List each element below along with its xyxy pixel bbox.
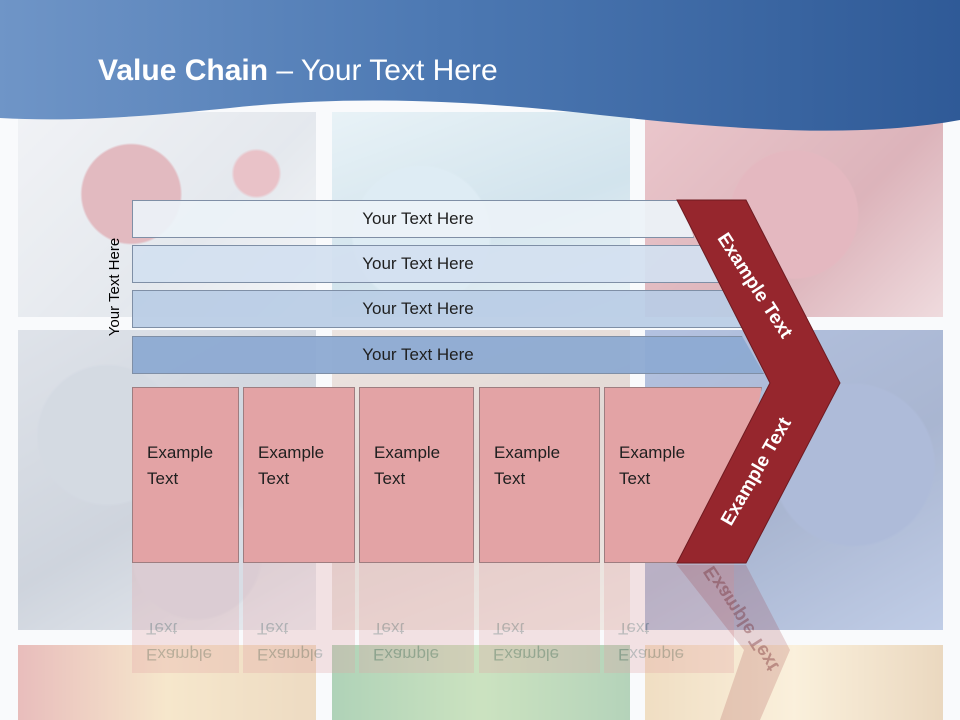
support-bar-3[interactable]: Your Text Here <box>132 290 742 328</box>
page-title: Value Chain – Your Text Here <box>98 54 498 88</box>
primary-box-2[interactable]: Example Text <box>243 387 355 563</box>
primary-box-line1: Example <box>619 443 686 462</box>
support-bar-label: Your Text Here <box>362 345 474 364</box>
primary-box-line1: Example <box>258 443 325 462</box>
primary-box-1[interactable]: Example Text <box>132 387 239 563</box>
primary-box-label: Example Text <box>258 440 353 492</box>
primary-box-line2: Text <box>258 469 290 488</box>
margin-chevron-reflection <box>677 565 790 720</box>
margin-chevron-shape[interactable] <box>676 199 841 564</box>
support-bar-label: Your Text Here <box>362 299 474 318</box>
header-wave-shape <box>0 0 960 131</box>
primary-box-line1: Example <box>494 443 561 462</box>
support-bar-4[interactable]: Your Text Here <box>132 336 764 374</box>
title-rest: – Your Text Here <box>268 54 498 87</box>
support-bar-label: Your Text Here <box>362 254 474 273</box>
primary-box-4[interactable]: Example Text <box>479 387 600 563</box>
primary-box-line2: Text <box>619 469 651 488</box>
primary-box-label: Example Text <box>147 440 242 492</box>
primary-box-label: Example Text <box>374 440 469 492</box>
primary-box-line2: Text <box>494 469 526 488</box>
primary-box-line1: Example <box>147 443 214 462</box>
primary-box-line1: Example <box>374 443 441 462</box>
primary-box-3[interactable]: Example Text <box>359 387 474 563</box>
primary-box-line2: Text <box>374 469 406 488</box>
support-bar-label: Your Text Here <box>362 209 474 228</box>
title-bold: Value Chain <box>98 54 269 87</box>
primary-box-label: Example Text <box>494 440 589 492</box>
header-band: Value Chain – Your Text Here <box>0 0 960 150</box>
primary-box-label: Example Text <box>619 440 714 492</box>
support-bar-1[interactable]: Your Text Here <box>132 200 694 238</box>
support-bar-2[interactable]: Your Text Here <box>132 245 724 283</box>
primary-box-line2: Text <box>147 469 179 488</box>
